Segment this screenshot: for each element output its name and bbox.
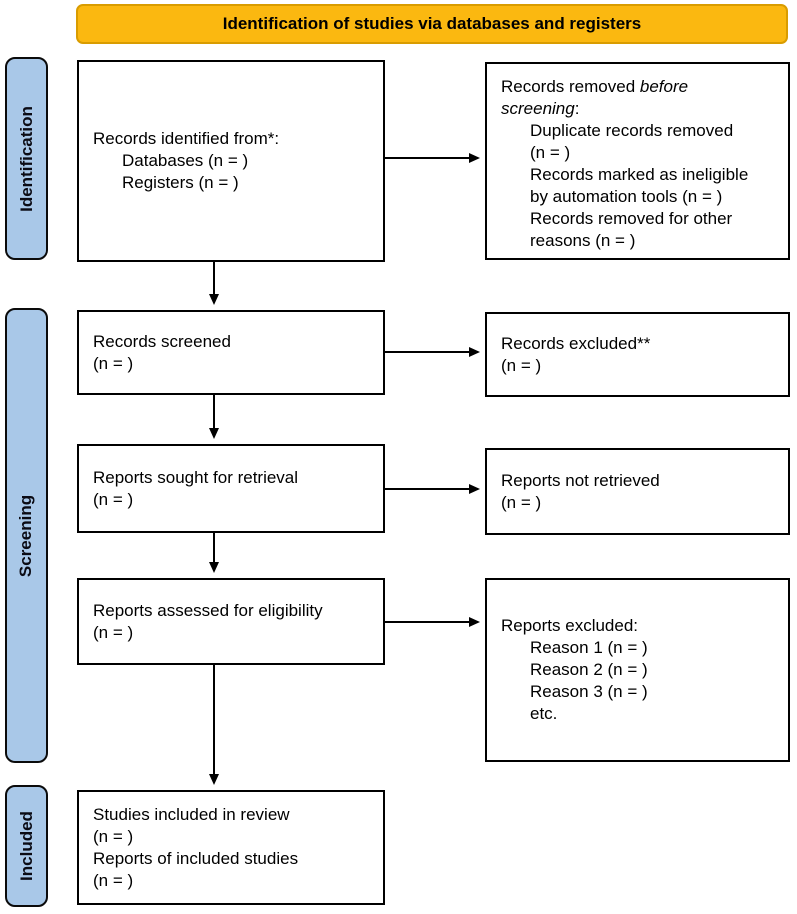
box-line: (n = ) [93, 826, 134, 846]
box-item: Records marked as ineligible [530, 165, 749, 184]
phase-label-text: Screening [16, 494, 36, 577]
phase-label-text: Identification [16, 105, 36, 212]
box-reports-assessed: Reports assessed for eligibility (n = ) [77, 578, 385, 665]
box-item: (n = ) [530, 143, 571, 162]
box-item: Databases (n = ) [122, 151, 249, 170]
box-item: etc. [530, 704, 558, 723]
box-title: Reports excluded: [501, 616, 639, 635]
box-reports-not-retrieved: Reports not retrieved (n = ) [485, 448, 790, 535]
box-line: (n = ) [93, 489, 134, 509]
box-reports-sought: Reports sought for retrieval (n = ) [77, 444, 385, 533]
box-item: Reason 3 (n = ) [530, 682, 648, 701]
phase-label-identification: Identification [5, 57, 48, 260]
box-line: Reports assessed for eligibility [93, 600, 323, 620]
box-records-screened: Records screened (n = ) [77, 310, 385, 395]
box-line: (n = ) [501, 355, 542, 375]
phase-label-text: Included [16, 811, 36, 881]
box-item: by automation tools (n = ) [530, 187, 723, 206]
box-item: Duplicate records removed [530, 121, 734, 140]
box-item: Registers (n = ) [122, 173, 239, 192]
diagram-title-banner: Identification of studies via databases … [76, 4, 788, 44]
box-line: Records excluded** [501, 333, 651, 353]
box-item: Reason 1 (n = ) [530, 638, 648, 657]
box-line: (n = ) [93, 870, 134, 890]
phase-label-included: Included [5, 785, 48, 907]
box-line: Reports sought for retrieval [93, 467, 299, 487]
box-title: Records identified from*: [93, 129, 280, 148]
box-line: (n = ) [93, 622, 134, 642]
box-records-removed: Records removed before screening: Duplic… [485, 62, 790, 260]
box-item: reasons (n = ) [530, 231, 636, 250]
diagram-title: Identification of studies via databases … [222, 14, 642, 33]
box-studies-included: Studies included in review (n = ) Report… [77, 790, 385, 905]
box-title-line: Records removed before [501, 77, 689, 96]
box-title-line: screening: [501, 99, 580, 118]
box-line: Reports of included studies [93, 848, 299, 868]
box-line: (n = ) [501, 492, 542, 512]
box-item: Records removed for other [530, 209, 733, 228]
box-line: (n = ) [93, 353, 134, 373]
box-line: Records screened [93, 331, 231, 351]
box-records-excluded: Records excluded** (n = ) [485, 312, 790, 397]
box-records-identified: Records identified from*: Databases (n =… [77, 60, 385, 262]
phase-label-screening: Screening [5, 308, 48, 763]
box-line: Studies included in review [93, 804, 290, 824]
box-item: Reason 2 (n = ) [530, 660, 648, 679]
box-line: Reports not retrieved [501, 470, 660, 490]
box-reports-excluded: Reports excluded: Reason 1 (n = ) Reason… [485, 578, 790, 762]
